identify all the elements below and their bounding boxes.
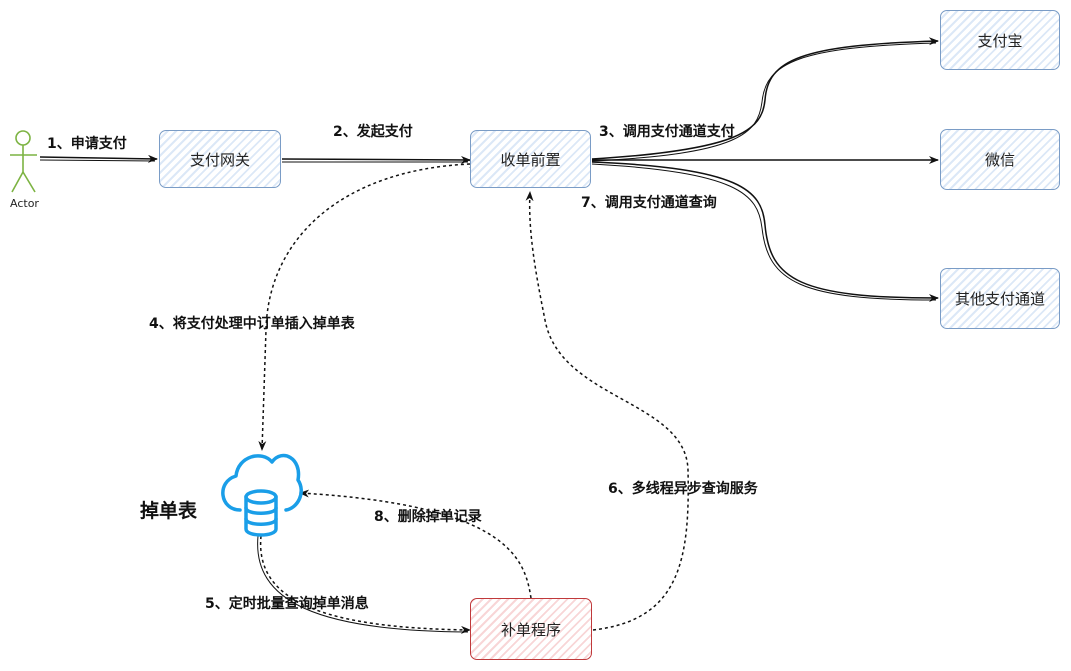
- edge-8-label: 8、删除掉单记录: [374, 509, 482, 525]
- edge-1-label: 1、申请支付: [47, 136, 127, 152]
- actor-icon: [10, 130, 37, 193]
- edge-7-label: 7、调用支付通道查询: [581, 195, 717, 211]
- edge-2-line: [281, 155, 471, 164]
- alipay-node[interactable]: 支付宝: [940, 10, 1060, 70]
- other-channel-node[interactable]: 其他支付通道: [940, 268, 1060, 329]
- edge-3-line: [591, 37, 939, 160]
- database-cloud-icon: [221, 453, 303, 537]
- edge-1-line: [39, 154, 158, 163]
- drop-table-label: 掉单表: [140, 500, 198, 522]
- edge-5-line: [259, 535, 471, 634]
- edge-3-label: 3、调用支付通道支付: [599, 124, 735, 140]
- actor-label: Actor: [10, 197, 39, 210]
- edge-6-line: [525, 191, 689, 631]
- edge-4-line: [258, 160, 479, 451]
- edge-2-label: 2、发起支付: [333, 124, 413, 140]
- gateway-node[interactable]: 支付网关: [159, 130, 281, 188]
- edge-4-label: 4、将支付处理中订单插入掉单表: [149, 316, 355, 332]
- edge-5-label: 5、定时批量查询掉单消息: [205, 596, 369, 612]
- edge-7-line: [591, 161, 939, 302]
- front-node[interactable]: 收单前置: [470, 130, 591, 188]
- wechat-node[interactable]: 微信: [940, 129, 1060, 190]
- repair-program-node[interactable]: 补单程序: [470, 598, 592, 660]
- edge-6-label: 6、多线程异步查询服务: [608, 481, 758, 497]
